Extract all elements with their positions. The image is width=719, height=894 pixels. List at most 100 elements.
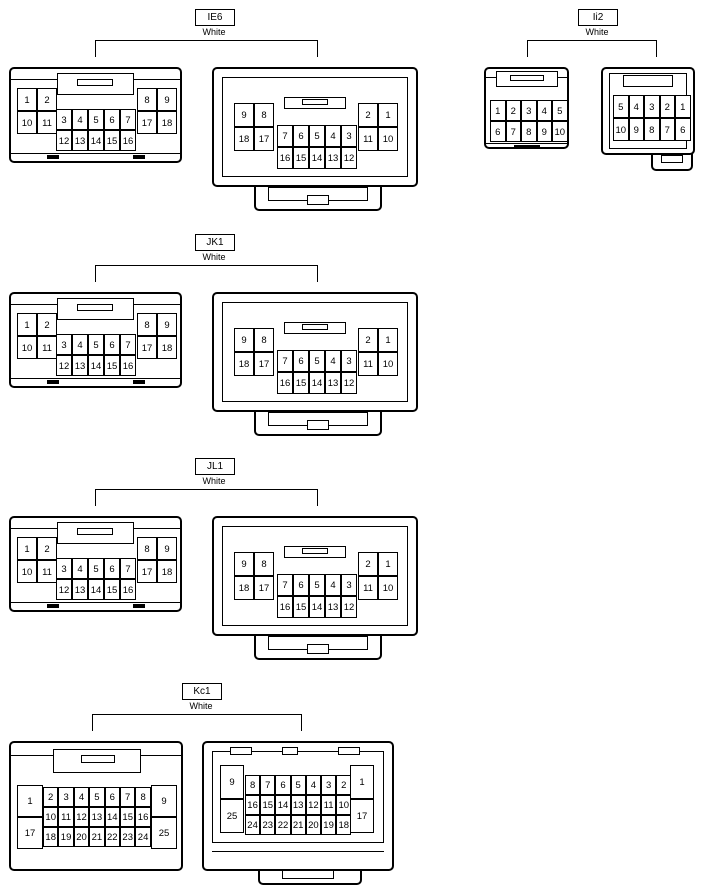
- center-key-tab: [302, 548, 328, 554]
- pin-3: 3: [58, 787, 74, 807]
- connector-bracket: [527, 40, 657, 57]
- pin-12: 12: [73, 807, 90, 827]
- pin-7: 7: [120, 787, 136, 807]
- pin-15: 15: [260, 795, 276, 815]
- pin-21: 21: [290, 815, 306, 835]
- pin-14: 14: [88, 130, 104, 151]
- pin-13: 13: [72, 579, 88, 600]
- pin-10: 10: [336, 795, 352, 815]
- pin-8: 8: [521, 121, 537, 142]
- pin-10: 10: [378, 576, 398, 600]
- pin-16: 16: [120, 355, 136, 376]
- pin-6: 6: [104, 558, 120, 579]
- pin-16: 16: [277, 596, 293, 618]
- pin-17: 17: [350, 799, 374, 833]
- pin-5: 5: [309, 574, 325, 596]
- key-notch: [47, 380, 59, 384]
- pin-2: 2: [659, 95, 675, 118]
- pin-23: 23: [260, 815, 276, 835]
- pin-10: 10: [552, 121, 568, 142]
- key-notch: [133, 380, 145, 384]
- pin-16: 16: [120, 579, 136, 600]
- connector-code-label: Kc1: [182, 683, 222, 700]
- pin-15: 15: [293, 147, 309, 169]
- pin-24: 24: [135, 827, 151, 847]
- center-key-tab: [302, 99, 328, 105]
- pin-16: 16: [245, 795, 261, 815]
- pin-1: 1: [378, 103, 398, 127]
- pin-2: 2: [37, 313, 57, 336]
- pin-21: 21: [89, 827, 105, 847]
- pin-3: 3: [644, 95, 660, 118]
- pin-9: 9: [151, 785, 177, 817]
- pin-9: 9: [157, 88, 177, 111]
- pin-7: 7: [120, 334, 136, 355]
- pin-8: 8: [254, 328, 274, 352]
- pin-17: 17: [254, 576, 274, 600]
- pin-18: 18: [336, 815, 352, 835]
- lock-tab: [307, 420, 329, 430]
- pin-18: 18: [43, 827, 59, 847]
- pin-14: 14: [275, 795, 291, 815]
- pin-2: 2: [43, 787, 59, 807]
- pin-25: 25: [220, 799, 244, 833]
- pin-5: 5: [88, 109, 104, 130]
- connector-code-label: JL1: [195, 458, 235, 475]
- pin-2: 2: [358, 328, 378, 352]
- pin-9: 9: [157, 537, 177, 560]
- pin-14: 14: [104, 807, 120, 827]
- pin-7: 7: [277, 574, 293, 596]
- pin-12: 12: [341, 147, 357, 169]
- pin-10: 10: [17, 111, 37, 134]
- pin-18: 18: [234, 576, 254, 600]
- pin-11: 11: [37, 111, 57, 134]
- pin-12: 12: [56, 355, 72, 376]
- pin-15: 15: [104, 355, 120, 376]
- connector-color-label: White: [202, 27, 226, 37]
- pin-6: 6: [293, 574, 309, 596]
- pin-14: 14: [88, 355, 104, 376]
- latch-tab: [510, 75, 544, 81]
- pin-22: 22: [275, 815, 291, 835]
- pin-8: 8: [254, 552, 274, 576]
- pin-4: 4: [73, 787, 90, 807]
- connector-color-label: White: [585, 27, 609, 37]
- pin-9: 9: [234, 552, 254, 576]
- pin-9: 9: [234, 328, 254, 352]
- pin-13: 13: [290, 795, 306, 815]
- pin-2: 2: [336, 775, 352, 795]
- key-notch: [514, 145, 540, 149]
- pin-17: 17: [137, 111, 157, 134]
- pin-4: 4: [72, 334, 88, 355]
- pin-12: 12: [341, 596, 357, 618]
- pin-3: 3: [521, 100, 537, 121]
- pin-20: 20: [305, 815, 321, 835]
- pin-12: 12: [341, 372, 357, 394]
- pin-8: 8: [254, 103, 274, 127]
- connector-code-label: IE6: [195, 9, 235, 26]
- key-slot: [282, 747, 298, 755]
- connector-code-label: JK1: [195, 234, 235, 251]
- pin-8: 8: [245, 775, 261, 795]
- pin-15: 15: [293, 372, 309, 394]
- pin-12: 12: [56, 579, 72, 600]
- pin-18: 18: [234, 127, 254, 151]
- pin-3: 3: [341, 350, 357, 372]
- pin-24: 24: [245, 815, 261, 835]
- pin-6: 6: [275, 775, 291, 795]
- pin-10: 10: [378, 352, 398, 376]
- housing-ridge: [484, 143, 569, 144]
- pin-2: 2: [37, 88, 57, 111]
- connector-color-label: White: [202, 476, 226, 486]
- pin-9: 9: [628, 118, 644, 141]
- pin-11: 11: [58, 807, 74, 827]
- pin-17: 17: [137, 336, 157, 359]
- latch-tab: [77, 304, 113, 311]
- key-notch: [133, 604, 145, 608]
- pin-5: 5: [309, 350, 325, 372]
- pin-1: 1: [17, 785, 43, 817]
- pin-6: 6: [104, 787, 120, 807]
- connector-bracket: [95, 265, 318, 282]
- pin-7: 7: [120, 109, 136, 130]
- pin-10: 10: [17, 336, 37, 359]
